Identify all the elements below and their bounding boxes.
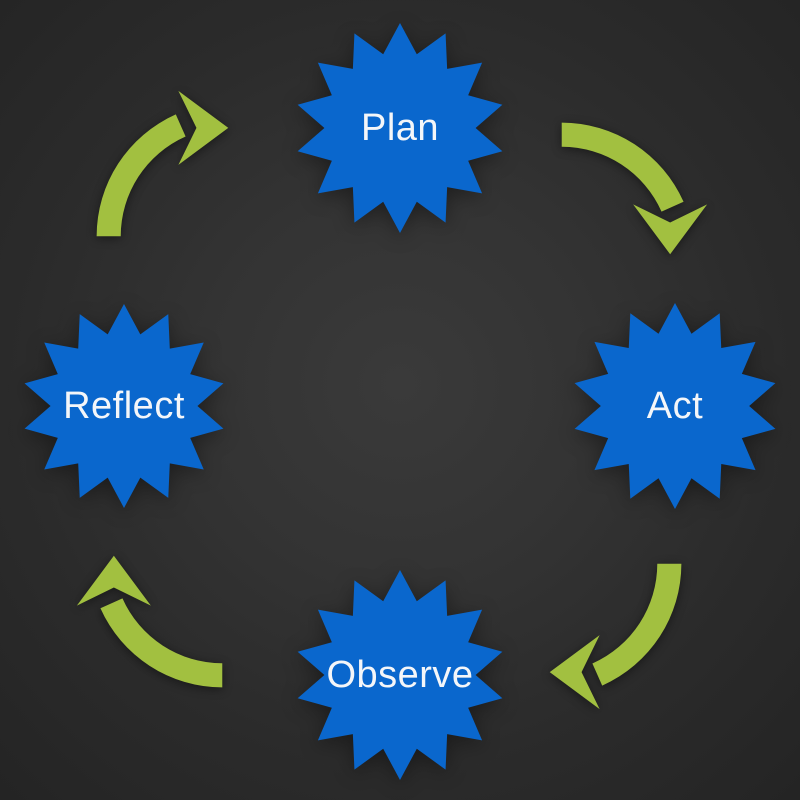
node-observe: Observe [295, 570, 505, 780]
starburst-shape [297, 570, 503, 780]
node-act-label: Act [646, 384, 704, 427]
curved-arrow-icon-observe-to-reflect [76, 554, 224, 702]
starburst-shape [574, 303, 776, 509]
curved-arrow-icon-reflect-to-plan [82, 90, 230, 238]
node-reflect-label: Reflect [63, 384, 185, 427]
starburst-shape [297, 23, 503, 233]
node-plan: Plan [295, 23, 505, 233]
starburst-shape [24, 304, 224, 508]
node-plan-label: Plan [360, 106, 440, 149]
node-act: Act [572, 303, 778, 509]
curved-arrow-icon-plan-to-act [560, 108, 708, 256]
node-reflect: Reflect [22, 304, 226, 508]
node-observe-label: Observe [326, 653, 474, 696]
curved-arrow-icon-act-to-observe [548, 562, 696, 710]
